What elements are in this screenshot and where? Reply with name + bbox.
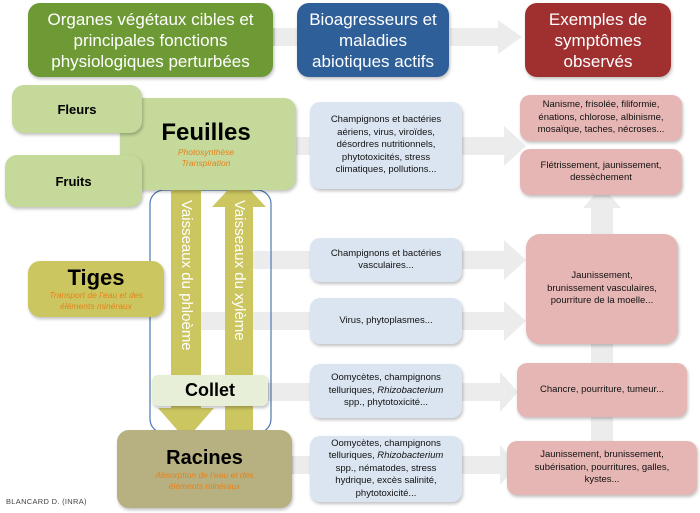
agents-roots-line: hydrique, excès salinité, (335, 475, 437, 487)
header-agents: Bioagresseurs et maladies abiotiques act… (297, 3, 449, 77)
organ-fruits: Fruits (5, 155, 142, 207)
header-organs: Organes végétaux cibles et principales f… (28, 3, 273, 77)
agents-roots-line: spp., nématodes, stress (335, 462, 437, 474)
agents-collar-line: telluriques, Rhizobacterium (329, 385, 444, 398)
symptoms-leaves-2: Flétrissement, jaunissement, dessèchemen… (520, 149, 682, 195)
agents-vascular-line: vasculaires... (358, 260, 414, 271)
agents-roots-text: telluriques, (328, 450, 378, 462)
agents-collar-line: Oomycètes, champignons (331, 372, 441, 384)
racines-function-1: Absorption de l’eau et des (155, 470, 254, 480)
agents-roots-genus: Rhizobacterium (377, 450, 444, 462)
symptoms-leaves-1-line: mosaïque, taches, nécroses... (537, 124, 665, 136)
symptoms-collar: Chancre, pourriture, tumeur... (517, 363, 687, 417)
agents-leaves-line: phytotoxicités, stress (341, 151, 431, 163)
agents-leaves-line: climatiques, pollutions... (335, 164, 437, 176)
header-arrow-2 (450, 20, 522, 54)
organ-racines: Racines Absorption de l’eau et des éléme… (117, 430, 292, 508)
symptoms-stems-line: brunissement vasculaires, (547, 282, 657, 294)
xylem-label: Vaisseaux du xylème (231, 200, 248, 341)
header-symptoms: Exemples de symptômes observés (525, 3, 671, 77)
organ-collet: Collet (152, 375, 268, 406)
agents-roots-line: Oomycètes, champignons (331, 437, 441, 449)
symptoms-roots-line: kystes... (584, 474, 620, 486)
tiges-function-2: éléments minéraux (60, 301, 132, 311)
tiges-title: Tiges (67, 265, 125, 290)
phloem-label: Vaisseaux du phloème (178, 200, 195, 351)
agents-collar: Oomycètes, champignons telluriques, Rhiz… (310, 364, 462, 418)
agents-collar-line: spp., phytotoxicité... (344, 397, 428, 409)
symptoms-leaves-1-line: énations, chlorose, albinisme, (538, 111, 664, 123)
symptoms-roots-line: Jaunissement, brunissement, (540, 449, 664, 461)
feuilles-function-2: Transpiration (181, 158, 231, 168)
header-symptoms-text: Exemples de symptômes observés (548, 9, 648, 71)
agents-collar-genus: Rhizobacterium (377, 384, 444, 396)
symptoms-leaves-1-line: Nanisme, frisolée, filiformie, (542, 99, 660, 111)
organ-tiges: Tiges Transport de l’eau et des éléments… (28, 261, 164, 317)
agents-vascular: Champignons et bactéries vasculaires... (310, 238, 462, 282)
symptoms-roots-line: subérisation, pourritures, galles, (534, 461, 670, 473)
agents-virus: Virus, phytoplasmes... (310, 298, 462, 344)
symptoms-stems-line: Jaunissement, (571, 270, 633, 282)
fruits-title: Fruits (55, 173, 92, 189)
credit-text: BLANCARD D. (INRA) (6, 497, 87, 506)
feuilles-function-1: Photosynthèse (177, 147, 235, 157)
racines-function-2: éléments minéraux (168, 481, 241, 491)
feuilles-title: Feuilles (161, 119, 251, 146)
symptoms-leaves-2-line: dessèchement (570, 172, 632, 183)
symptoms-leaves-2-line: Flétrissement, jaunissement, (540, 159, 662, 171)
agents-roots-line: phytotoxicité... (355, 487, 417, 499)
agents-collar-text: telluriques, (328, 384, 378, 396)
symptoms-leaves-1: Nanisme, frisolée, filiformie, énations,… (520, 95, 682, 141)
collet-title: Collet (184, 380, 235, 400)
tiges-function-1: Transport de l’eau et des (49, 290, 143, 300)
agents-roots-line: telluriques, Rhizobacterium (329, 450, 444, 463)
header-agents-text: Bioagresseurs et maladies abiotiques act… (309, 9, 437, 71)
symptoms-stems: Jaunissement, brunissement vasculaires, … (526, 234, 678, 344)
symptoms-roots: Jaunissement, brunissement, subérisation… (507, 441, 697, 495)
agents-roots: Oomycètes, champignons telluriques, Rhiz… (310, 436, 462, 502)
organ-feuilles: Feuilles Photosynthèse Transpiration (120, 98, 296, 190)
organ-fleurs: Fleurs (12, 85, 142, 133)
header-arrow-1 (272, 28, 298, 46)
symptoms-collar-line: Chancre, pourriture, tumeur... (539, 383, 665, 395)
agents-leaves-line: aériens, virus, viroïdes, (337, 126, 435, 138)
symptoms-stems-line: pourriture de la moelle... (550, 295, 654, 307)
arrow-racines-agents (290, 445, 518, 485)
fleurs-title: Fleurs (57, 101, 97, 117)
agents-virus-line: Virus, phytoplasmes... (339, 314, 433, 326)
header-organs-text: Organes végétaux cibles et principales f… (47, 9, 254, 71)
agents-vascular-line: Champignons et bactéries (330, 247, 442, 259)
agents-leaves-line: Champignons et bactéries (330, 114, 442, 126)
agents-leaves-line: désordres nutritionnels, (336, 139, 436, 151)
phloem-arrow (158, 190, 214, 440)
agents-leaves: Champignons et bactéries aériens, virus,… (310, 102, 462, 189)
racines-title: Racines (166, 447, 243, 469)
